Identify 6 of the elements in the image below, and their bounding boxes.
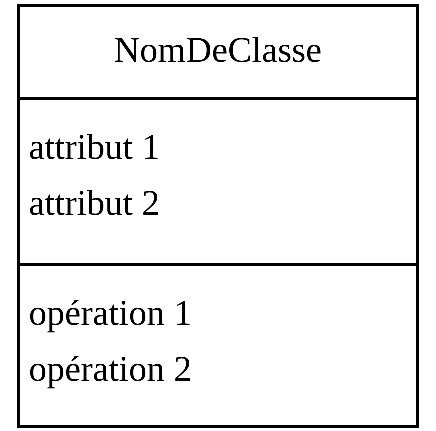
operation-text: opération 2 — [29, 348, 192, 390]
operation-text: opération 1 — [29, 292, 192, 334]
attribute-text: attribut 2 — [29, 182, 160, 224]
class-name: NomDeClasse — [113, 29, 323, 71]
attribute-text: attribut 1 — [29, 126, 160, 168]
class-box — [17, 4, 419, 428]
